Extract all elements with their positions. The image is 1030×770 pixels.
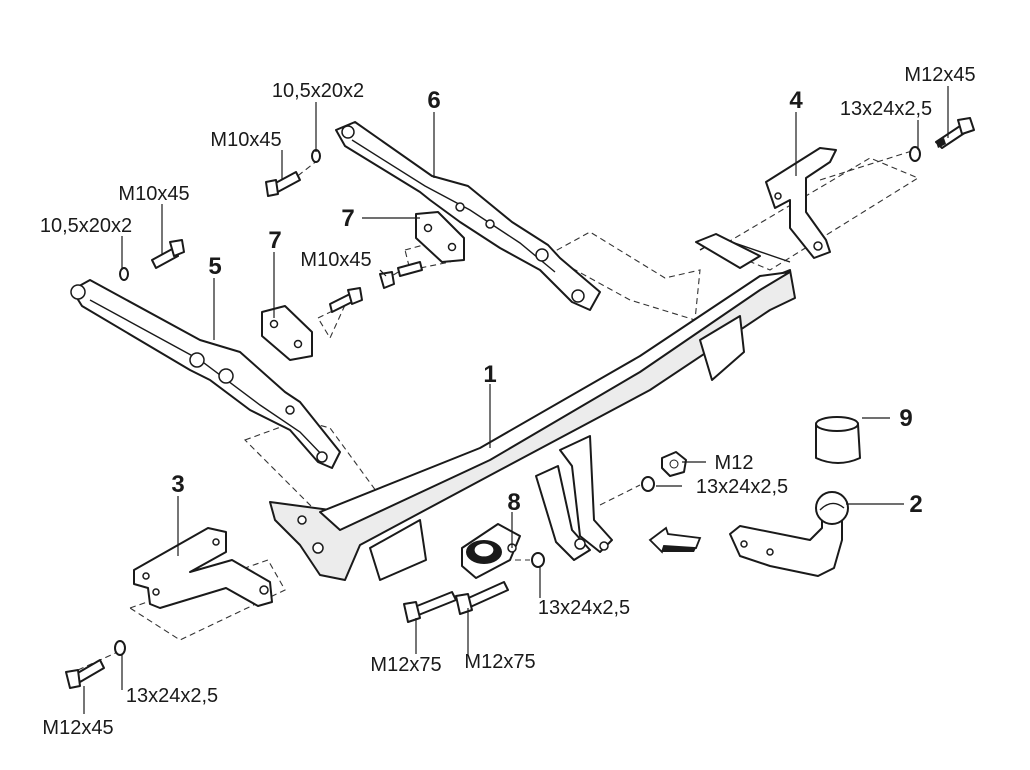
plate-7-upper (415, 211, 465, 263)
part-number-4: 4 (789, 87, 803, 114)
spec-washer-10-5-top: 10,5x20x2 (272, 80, 364, 102)
bolt-m10x45-mid-a (379, 261, 423, 289)
bracket-3 (133, 527, 273, 609)
spec-washer-13x24-top: 13x24x2,5 (840, 98, 932, 120)
spec-m10x45-top: M10x45 (210, 129, 281, 151)
bolt-m12x75-a (403, 591, 457, 623)
part-number-3: 3 (171, 471, 184, 498)
socket-plate-8 (461, 523, 521, 579)
plate-7-lower (261, 305, 313, 361)
ball-hook-2 (729, 491, 849, 577)
spec-washer-13x24-right: 13x24x2,5 (696, 476, 788, 498)
washer-13x24-bottom (114, 640, 126, 656)
bolt-m10x45-top (265, 171, 301, 197)
washer-13x24-top (909, 146, 921, 162)
spec-washer-13x24-bottom: 13x24x2,5 (126, 685, 218, 707)
part-number-7-upper: 7 (341, 205, 354, 232)
spec-m10x45-mid: M10x45 (300, 249, 371, 271)
part-number-7-lower: 7 (268, 227, 281, 254)
washer-13x24-right (641, 476, 655, 492)
leader-lines (83, 86, 949, 714)
ball-cap-9 (815, 416, 861, 464)
part-number-6: 6 (427, 87, 440, 114)
washer-13x24-center (531, 552, 545, 568)
bolt-m10x45-mid-b (329, 287, 363, 313)
part-number-9: 9 (899, 405, 912, 432)
spec-washer-13x24-center: 13x24x2,5 (538, 597, 630, 619)
bolt-m12x45-top (935, 117, 975, 149)
side-arm-5 (70, 279, 341, 469)
bolt-m10x45-left (151, 239, 185, 269)
part-number-8: 8 (507, 489, 520, 516)
spec-bolt-m12x75-a: M12x75 (370, 654, 441, 676)
spec-nut-m12: M12 (715, 452, 754, 474)
part-number-2: 2 (909, 491, 922, 518)
spec-bolt-m12x75-b: M12x75 (464, 651, 535, 673)
bolt-m12x75-b (455, 581, 509, 615)
nut-m12 (661, 451, 687, 477)
part-number-5: 5 (208, 253, 221, 280)
spec-m12x45-top: M12x45 (904, 64, 975, 86)
spec-m10x45-left: M10x45 (118, 183, 189, 205)
spec-washer-10-5-left: 10,5x20x2 (40, 215, 132, 237)
bolt-m12x45-bottom (65, 659, 105, 689)
part-number-1: 1 (483, 361, 496, 388)
crossbar-1 (269, 233, 796, 581)
washer-10-5-left (119, 267, 129, 281)
side-arm-6 (335, 121, 601, 311)
mounting-direction-arrow-icon (648, 526, 702, 554)
spec-m12x45-bottom: M12x45 (42, 717, 113, 739)
bracket-4 (765, 147, 837, 259)
